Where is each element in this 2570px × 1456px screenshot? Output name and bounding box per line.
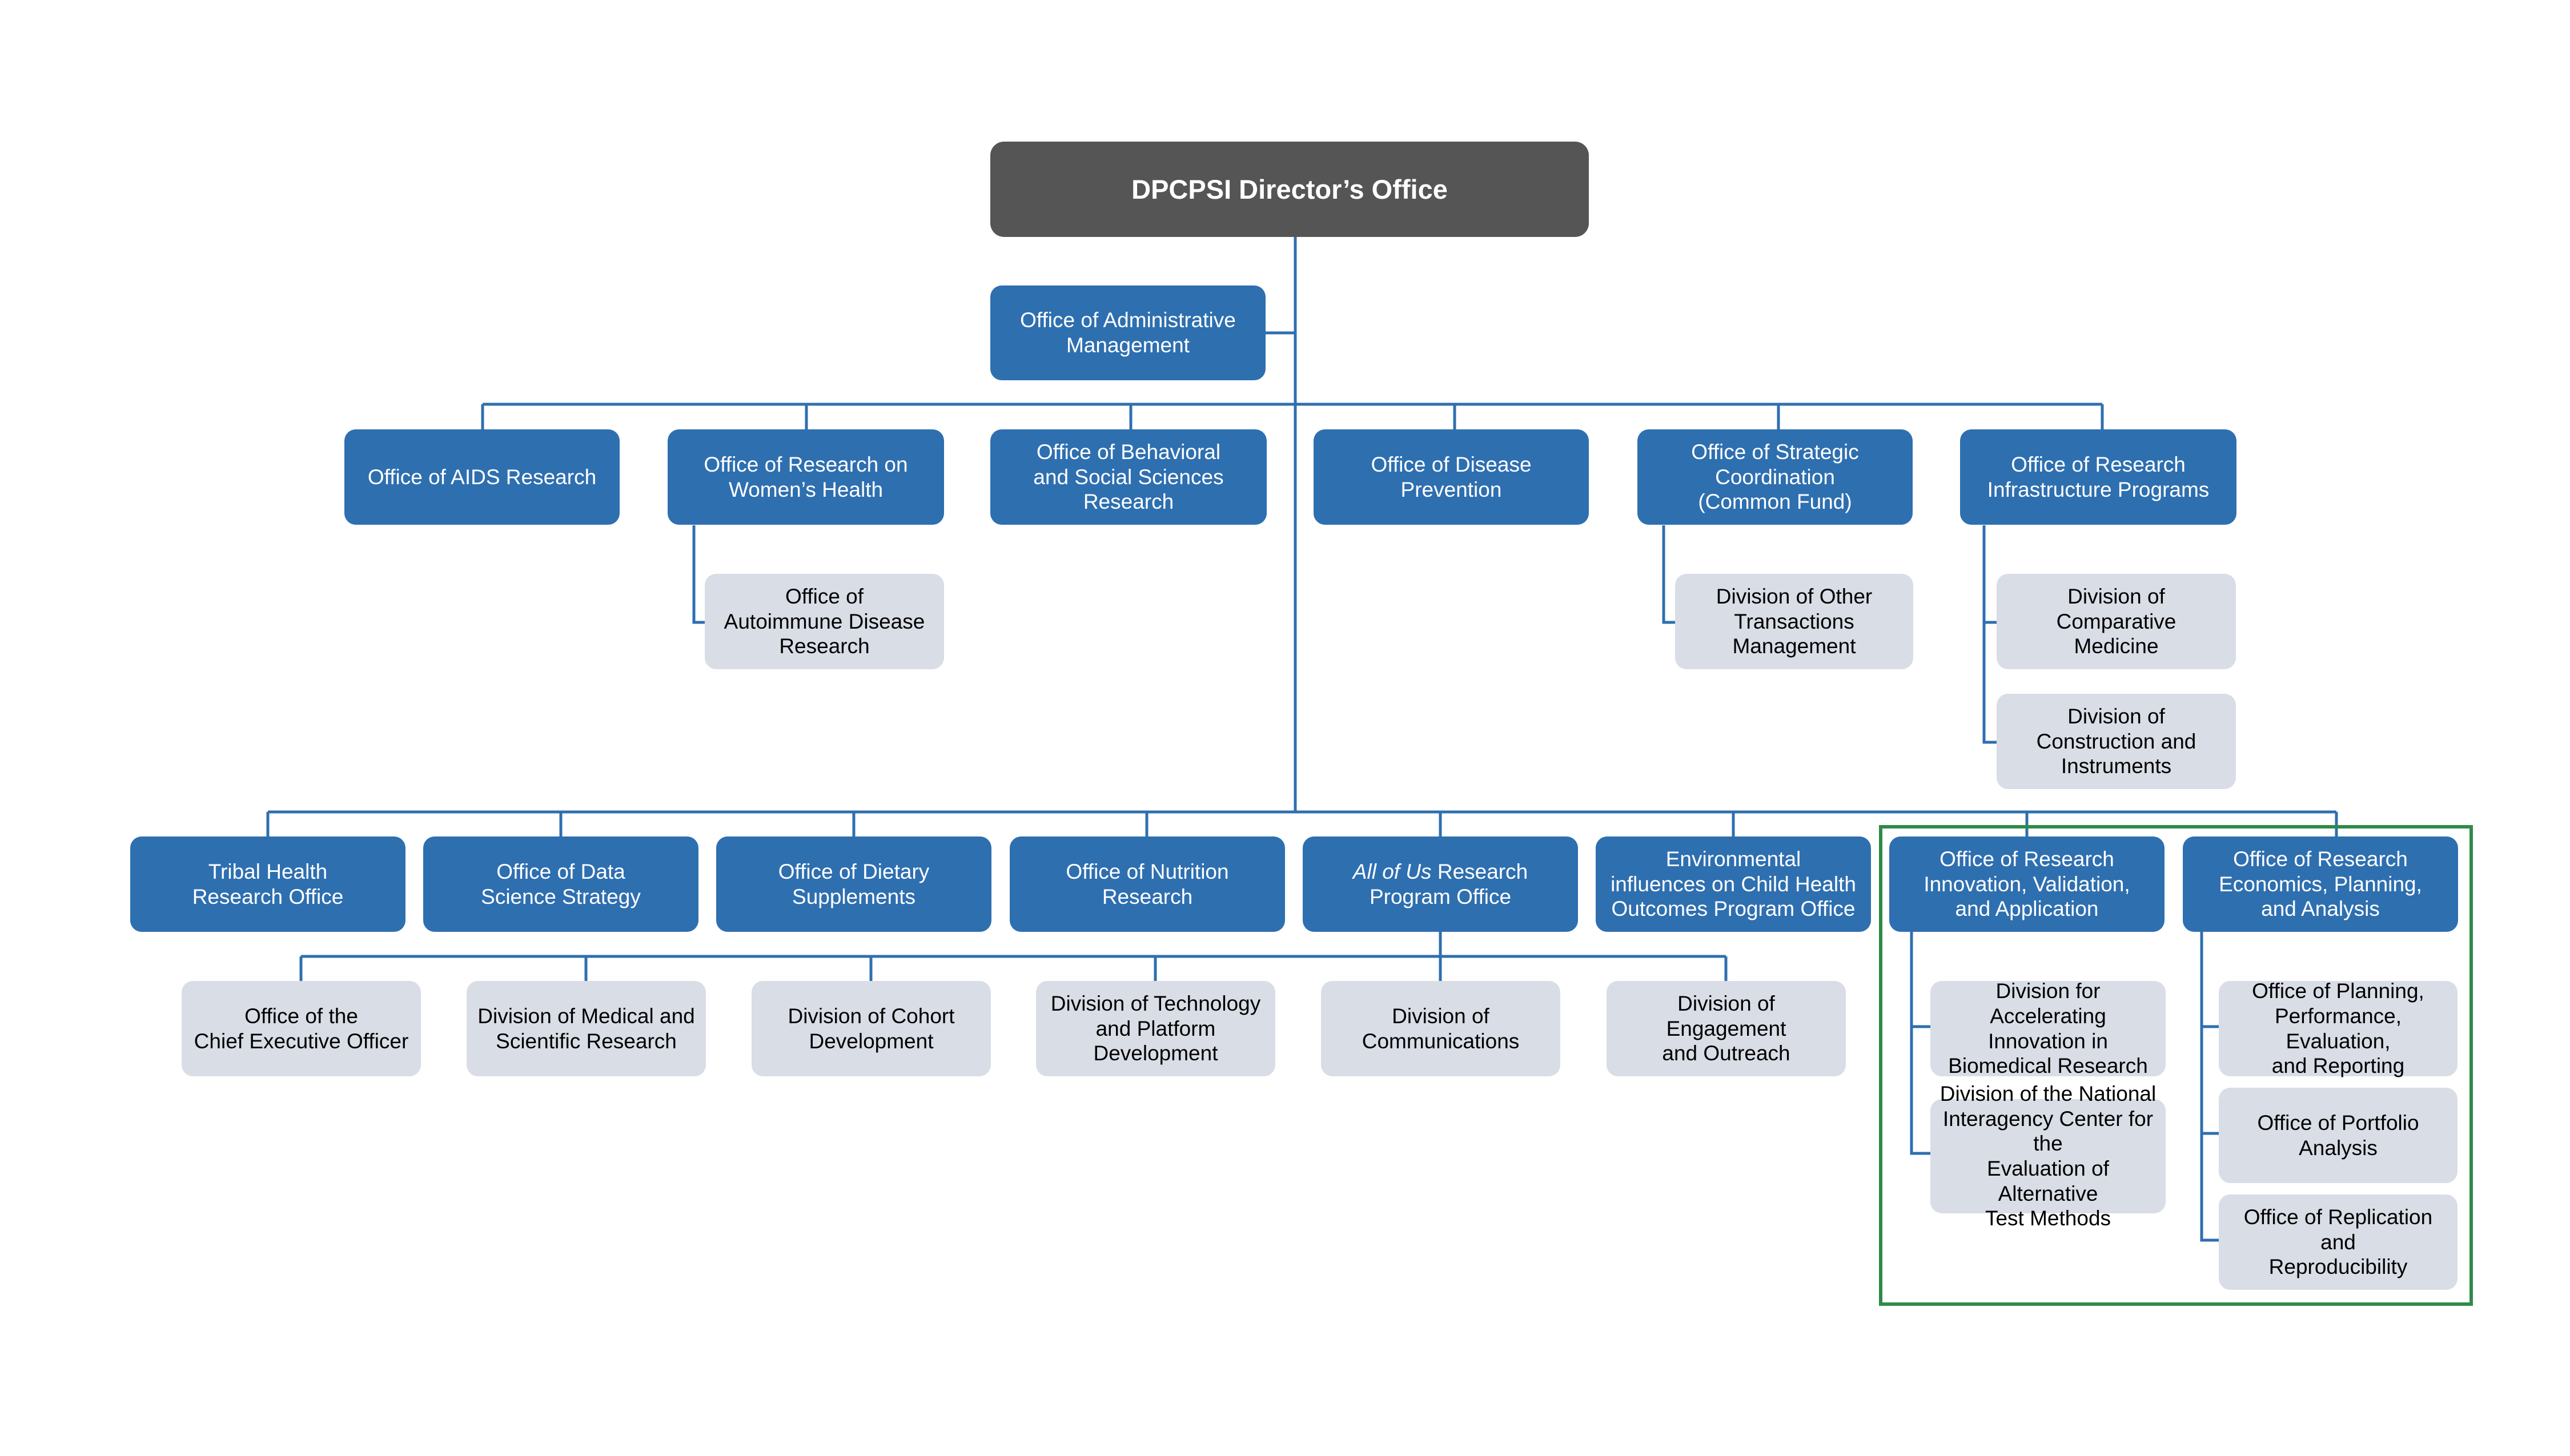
node-portfolio-analysis: Office of Portfolio Analysis xyxy=(2219,1088,2457,1183)
node-disease-prevention: Office of Disease Prevention xyxy=(1314,429,1589,525)
orepa-sub-line xyxy=(2200,932,2219,1242)
orwh-sub-line xyxy=(692,525,705,624)
node-director-office: DPCPSI Director’s Office xyxy=(990,142,1589,237)
orivaa-sub-line xyxy=(1910,932,1930,1155)
node-planning-performance: Office of Planning,Performance, Evaluati… xyxy=(2219,979,2457,1077)
node-aids-research: Office of AIDS Research xyxy=(344,429,620,525)
osc-sub-line xyxy=(1662,525,1675,624)
highlighted-group-border xyxy=(1879,825,2473,1306)
node-nutrition-research: Office of Nutrition Research xyxy=(1010,836,1285,932)
orip-sub-line xyxy=(1982,525,1997,744)
